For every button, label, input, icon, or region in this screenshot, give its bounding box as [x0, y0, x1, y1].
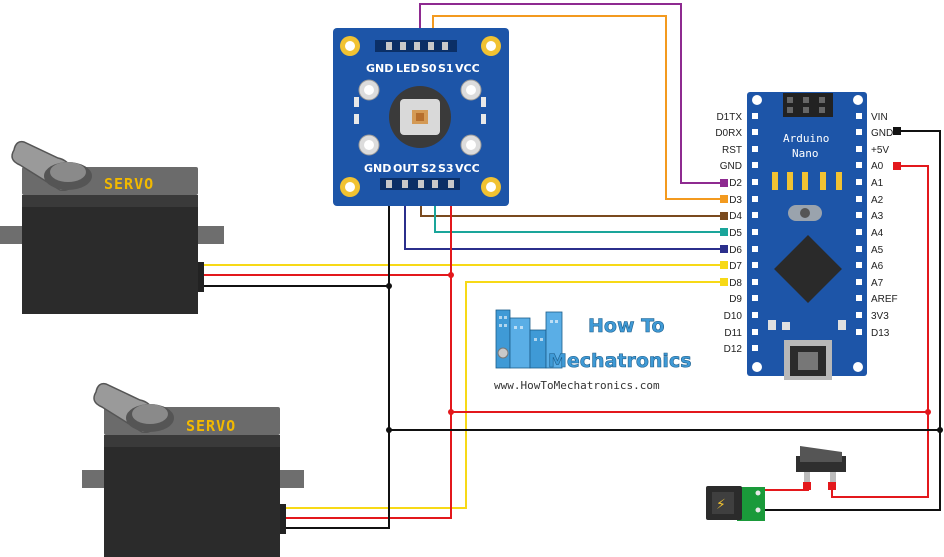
sensor-pin-top-vcc: VCC	[455, 62, 480, 75]
pin-label-a0: A1	[871, 178, 884, 189]
pin-label-d12: D12	[724, 344, 743, 355]
pin-label-rst-right: +5V	[871, 145, 889, 156]
sensor-pin-top-led: LED	[396, 62, 420, 75]
wire-arduino-gnd	[765, 130, 941, 511]
power-jack-symbol: ⚡	[716, 497, 726, 513]
sensor-pin-top-gnd: GND	[366, 62, 393, 75]
sensor-pin-bottom-gnd: GND	[364, 162, 391, 175]
arduino-wire-terminals	[720, 127, 901, 286]
pin-label-a5: A6	[871, 261, 884, 272]
wire-s1-d3	[432, 15, 722, 200]
pin-label-d8: D8	[729, 278, 742, 289]
arduino-nano: Arduino Nano	[747, 92, 867, 380]
wire-s0-d2	[419, 3, 722, 184]
pin-label-d0rx: D0RX	[715, 128, 742, 139]
arduino-title-line1: Arduino	[783, 132, 829, 145]
sensor-pin-bottom-s2: S2	[421, 162, 437, 175]
logo-url: www.HowToMechatronics.com	[494, 379, 660, 392]
pin-label-a3: A4	[871, 228, 884, 239]
pin-label-5v: A0	[871, 161, 884, 172]
howtomechatronics-logo: How To Mechatronics www.HowToMechatronic…	[494, 309, 692, 392]
wire-out-d6	[404, 185, 722, 250]
servo-motor-2: SERVO	[82, 382, 304, 557]
servo1-label: SERVO	[104, 175, 154, 193]
pin-label-gnd-left: GND	[720, 161, 742, 172]
pin-label-a2: A3	[871, 211, 884, 222]
logo-line2: Mechatronics	[548, 350, 692, 372]
pin-label-d10: D10	[724, 311, 743, 322]
sensor-pin-top-s1: S1	[438, 62, 454, 75]
pin-label-d4: D4	[729, 211, 742, 222]
pin-label-d1tx: D1TX	[716, 112, 742, 123]
arduino-left-pin-pads	[752, 113, 758, 351]
logo-line1: How To	[588, 315, 665, 337]
pin-label-3v3: D13	[871, 328, 890, 339]
dc-power-jack: ⚡	[706, 486, 765, 521]
arduino-right-pin-labels: VIN GND +5V A0 A1 A2 A3 A4 A5 A6 A7 AREF…	[871, 112, 898, 339]
sensor-pin-bottom-s3: S3	[438, 162, 454, 175]
wire-servo2-gnd	[283, 430, 390, 529]
pin-label-a7: AREF	[871, 294, 898, 305]
wire-servo2-d8	[283, 281, 722, 509]
arduino-title-line2: Nano	[792, 147, 819, 160]
sensor-pin-top-s0: S0	[421, 62, 437, 75]
pin-label-d2: D2	[729, 178, 742, 189]
pin-label-d7: D7	[729, 261, 742, 272]
sensor-pin-bottom-vcc: VCC	[455, 162, 480, 175]
pin-label-rst-left: RST	[722, 145, 742, 156]
pin-label-a4: A5	[871, 245, 884, 256]
color-sensor-module: GND LED S0 S1 VCC GND OUT S2 S3 VCC	[333, 28, 509, 206]
servo-motor-1: SERVO	[0, 140, 224, 314]
servo2-label: SERVO	[186, 417, 236, 435]
sensor-pin-bottom-out: OUT	[393, 162, 419, 175]
pin-label-d3: D3	[729, 195, 742, 206]
wire-arduino-5v	[831, 165, 929, 498]
pin-label-vin: VIN	[871, 112, 888, 123]
pin-label-a6: A7	[871, 278, 884, 289]
pin-label-aref: 3V3	[871, 311, 889, 322]
wire-servo2-vcc	[283, 412, 452, 519]
rocker-switch[interactable]	[796, 446, 846, 490]
mounting-holes	[340, 36, 501, 197]
pin-label-d9: D9	[729, 294, 742, 305]
pin-label-d11: D11	[724, 328, 742, 339]
pin-label-d5: D5	[729, 228, 742, 239]
pin-label-a1: A2	[871, 195, 884, 206]
pin-label-gnd-right: GND	[871, 128, 893, 139]
arduino-right-pin-pads	[856, 113, 862, 335]
pin-label-d6: D6	[729, 245, 742, 256]
junction-dots	[386, 272, 943, 433]
arduino-left-pin-labels: D1TX D0RX RST GND D2 D3 D4 D5 D6 D7 D8 D…	[715, 112, 742, 355]
white-leds	[358, 79, 482, 156]
wire-switch-jack	[765, 482, 809, 491]
